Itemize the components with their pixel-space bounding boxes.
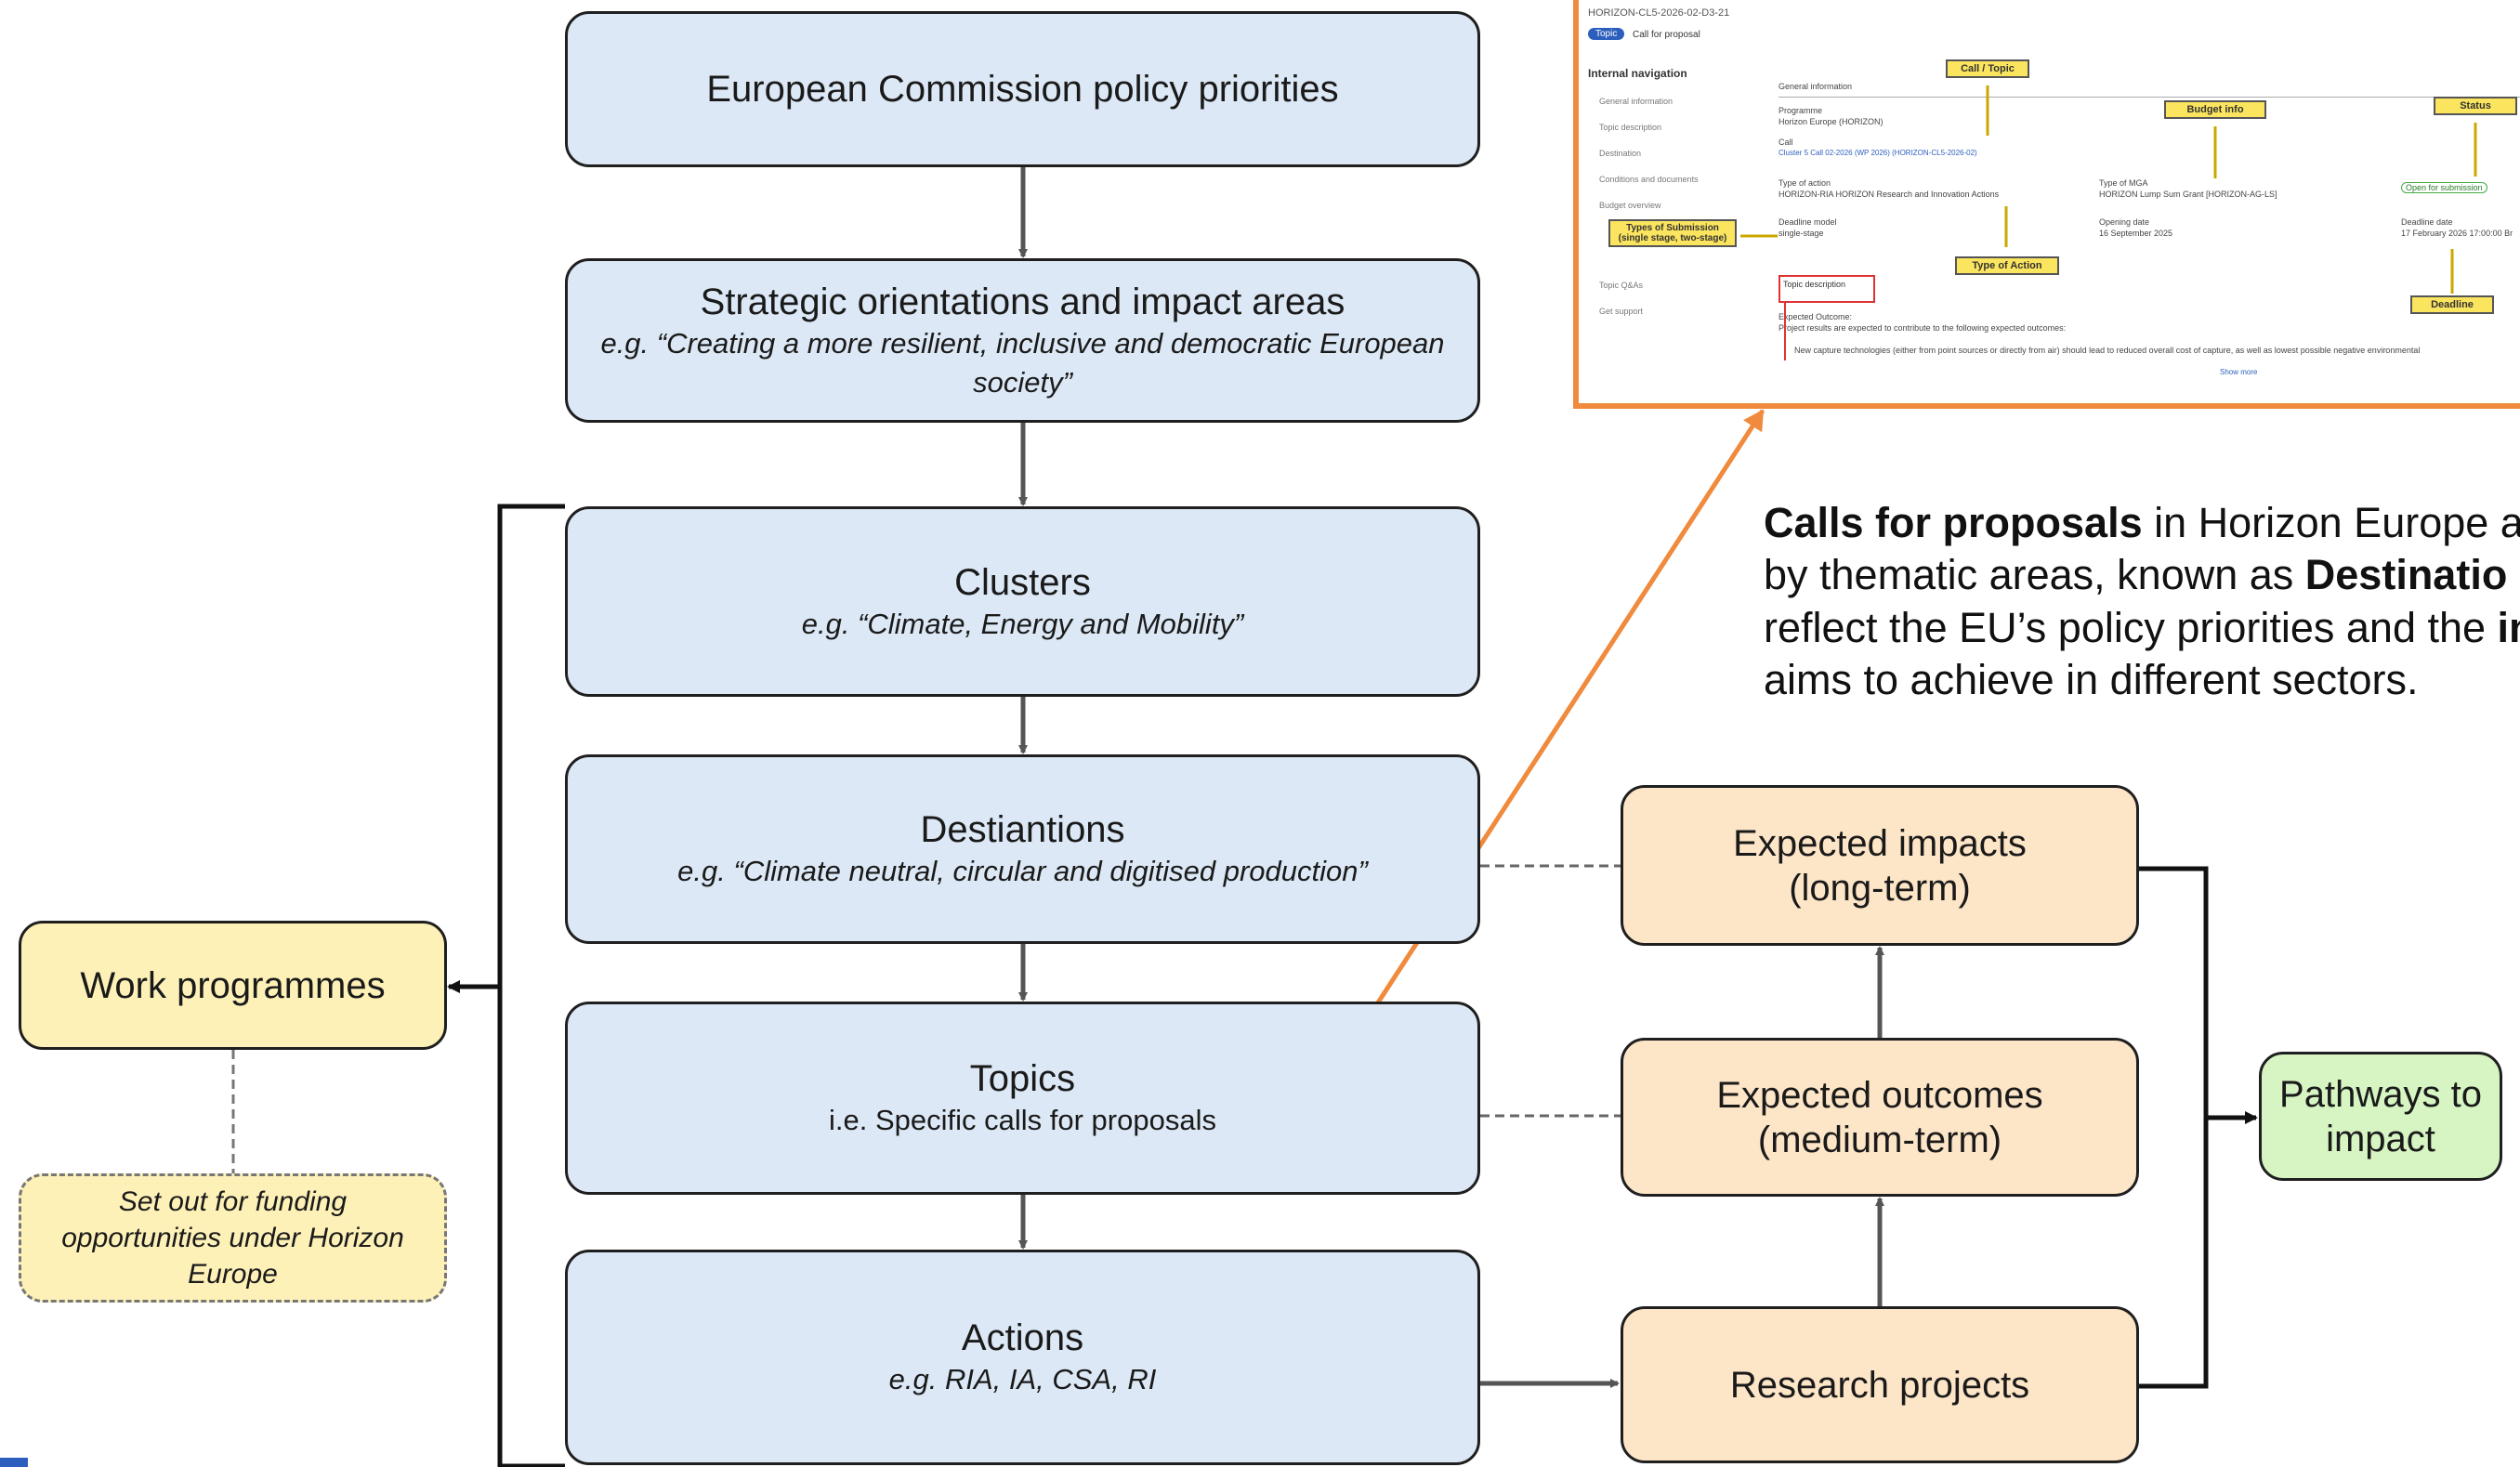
callout-types-of-submission: Types of Submission (single stage, two-s…	[1608, 219, 1737, 247]
actions-box: Actions e.g. RIA, IA, CSA, RI	[565, 1250, 1480, 1465]
destinations-box: Destiantions e.g. “Climate neutral, circ…	[565, 754, 1480, 944]
expected-outcomes-line2: (medium-term)	[1757, 1119, 2002, 1160]
callout-deadline: Deadline	[2410, 295, 2494, 314]
callout-call-topic: Call / Topic	[1946, 59, 2029, 78]
description-line1-rest: in Horizon Europe ar	[2142, 499, 2520, 546]
research-projects-box: Research projects	[1621, 1306, 2139, 1463]
deadline-date-label: Deadline date	[2401, 217, 2453, 227]
nav-item-topic-description[interactable]: Topic description	[1599, 123, 1662, 132]
expected-impacts-line1: Expected impacts	[1733, 822, 2027, 864]
deadline-date-value: 17 February 2026 17:00:00 Br	[2401, 229, 2513, 238]
nav-item-destination[interactable]: Destination	[1599, 149, 1642, 158]
status-badge: Open for submission	[2401, 182, 2487, 193]
actions-example: e.g. RIA, IA, CSA, RI	[888, 1363, 1157, 1396]
expected-impacts-box: Expected impacts (long-term)	[1621, 785, 2139, 946]
type-of-mga-value: HORIZON Lump Sum Grant [HORIZON-AG-LS]	[2099, 190, 2277, 199]
strategic-orientations-title: Strategic orientations and impact areas	[700, 281, 1345, 322]
divider	[1778, 97, 2520, 98]
callout-status: Status	[2434, 97, 2517, 115]
description-line-1: Calls for proposals in Horizon Europe ar	[1764, 497, 2520, 549]
research-projects-title: Research projects	[1729, 1364, 2030, 1406]
topics-title: Topics	[969, 1058, 1076, 1100]
description-line-3: reflect the EU’s policy priorities and t…	[1764, 602, 2520, 654]
description-bold-destinations: Destinatio	[2304, 551, 2508, 599]
description-line2-start: by thematic areas, known as	[1764, 551, 2305, 599]
description-line-2: by thematic areas, known as Destinatio	[1764, 549, 2520, 601]
actions-title: Actions	[961, 1317, 1084, 1359]
internal-navigation-heading: Internal navigation	[1588, 67, 1687, 80]
nav-item-get-support[interactable]: Get support	[1599, 307, 1644, 316]
call-value[interactable]: Cluster 5 Call 02-2026 (WP 2026) (HORIZO…	[1778, 149, 1977, 157]
work-programmes-note: Set out for funding opportunities under …	[19, 1173, 447, 1303]
callout-budget-info: Budget info	[2164, 100, 2266, 119]
opening-date-value: 16 September 2025	[2099, 229, 2173, 238]
programme-value: Horizon Europe (HORIZON)	[1778, 117, 1883, 126]
general-info-label: General information	[1778, 82, 1853, 91]
topics-example: i.e. Specific calls for proposals	[829, 1104, 1216, 1137]
clusters-example: e.g. “Climate, Energy and Mobility”	[801, 607, 1244, 640]
call-label: Call	[1778, 138, 1793, 147]
topic-description-label: Topic description	[1783, 280, 1846, 289]
type-of-action-label: Type of action	[1778, 178, 1831, 188]
corner-mark	[0, 1458, 28, 1467]
callout-type-of-action: Type of Action	[1955, 256, 2059, 275]
programme-label: Programme	[1778, 106, 1823, 115]
nav-item-general-information[interactable]: General information	[1599, 97, 1673, 106]
clusters-title: Clusters	[954, 561, 1091, 603]
deadline-model-label: Deadline model	[1778, 217, 1837, 227]
description-bold-in: in	[2497, 603, 2520, 651]
deadline-model-value: single-stage	[1778, 229, 1824, 238]
expected-outcomes-line1: Expected outcomes	[1716, 1074, 2043, 1116]
callout-arrows	[1740, 85, 2477, 360]
work-programmes-title: Work programmes	[80, 964, 386, 1006]
funding-portal-screenshot: HORIZON-CL5-2026-02-D3-21 Topic Call for…	[1573, 0, 2520, 409]
expected-outcome-label: Expected Outcome:	[1778, 312, 1853, 321]
pathways-line1: Pathways to	[2279, 1073, 2482, 1115]
topic-badge: Topic	[1588, 28, 1625, 40]
strategic-orientations-box: Strategic orientations and impact areas …	[565, 258, 1480, 423]
topic-badge-text: Call for proposal	[1633, 30, 1700, 40]
type-of-action-value: HORIZON-RIA HORIZON Research and Innovat…	[1778, 190, 2000, 199]
policy-priorities-box: European Commission policy priorities	[565, 11, 1480, 167]
work-programmes-note-text: Set out for funding opportunities under …	[61, 1186, 404, 1290]
expected-impacts-line2: (long-term)	[1789, 867, 1971, 909]
clusters-box: Clusters e.g. “Climate, Energy and Mobil…	[565, 506, 1480, 697]
nav-item-topic-qas[interactable]: Topic Q&As	[1599, 281, 1644, 290]
topics-box: Topics i.e. Specific calls for proposals	[565, 1002, 1480, 1195]
work-programmes-box: Work programmes	[19, 921, 447, 1050]
nav-item-budget-overview[interactable]: Budget overview	[1599, 201, 1661, 210]
expected-outcomes-box: Expected outcomes (medium-term)	[1621, 1038, 2139, 1197]
type-of-mga-label: Type of MGA	[2099, 178, 2148, 188]
pathways-bracket	[2139, 866, 2209, 1389]
calls-description-paragraph: Calls for proposals in Horizon Europe ar…	[1764, 497, 2520, 706]
description-bold-calls: Calls for proposals	[1764, 499, 2143, 546]
strategic-orientations-example: e.g. “Creating a more resilient, inclusi…	[600, 326, 1445, 399]
destinations-title: Destiantions	[920, 809, 1125, 851]
destinations-example: e.g. “Climate neutral, circular and digi…	[677, 855, 1368, 888]
pathways-line2: impact	[2326, 1118, 2435, 1159]
opening-date-label: Opening date	[2099, 217, 2150, 227]
work-programme-bracket	[497, 504, 565, 1467]
description-line3-start: reflect the EU’s policy priorities and t…	[1764, 603, 2498, 651]
outcome-text: Project results are expected to contribu…	[1778, 323, 2067, 333]
pathways-to-impact-box: Pathways to impact	[2259, 1052, 2502, 1181]
topic-code: HORIZON-CL5-2026-02-D3-21	[1588, 7, 1730, 19]
nav-item-conditions[interactable]: Conditions and documents	[1599, 175, 1699, 184]
description-line-4: aims to achieve in different sectors.	[1764, 655, 2419, 703]
show-more-link[interactable]: Show more	[2220, 368, 2258, 376]
topic-description-box: Topic description	[1778, 275, 1875, 303]
policy-priorities-title: European Commission policy priorities	[706, 69, 1339, 110]
outcome-bullet: New capture technologies (either from po…	[1794, 346, 2421, 355]
